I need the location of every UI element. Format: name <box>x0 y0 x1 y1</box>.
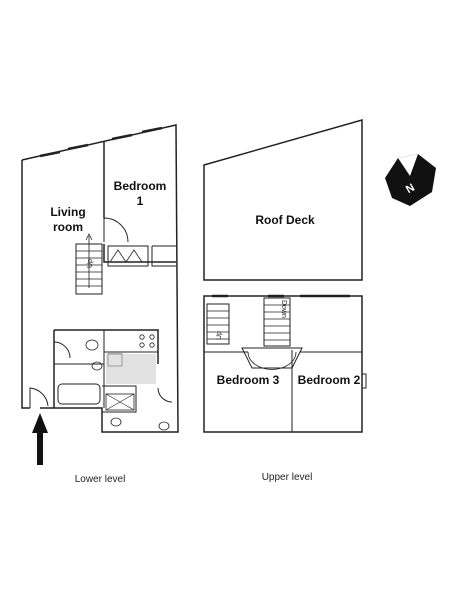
bath-sink <box>91 361 103 371</box>
entrance-arrow <box>32 413 48 465</box>
closet-doors <box>109 249 143 263</box>
stove-burner <box>149 334 155 340</box>
upper-stairs-up <box>206 303 230 345</box>
bedroom3-label: Bedroom 3 <box>217 373 280 387</box>
roof-deck-label: Roof Deck <box>255 213 315 227</box>
stove-burner <box>149 342 155 348</box>
upper-level-caption: Upper level <box>262 472 313 483</box>
bath-door <box>157 387 173 403</box>
living-stairs-up-label: Up <box>87 259 94 268</box>
bath-door <box>53 341 71 359</box>
kitchen-floor-shade <box>106 354 156 384</box>
bathtub <box>57 383 101 405</box>
shower-cross <box>105 393 135 411</box>
roof-deck-outline <box>203 119 363 281</box>
bedroom2-window <box>362 373 367 389</box>
living-room-label: Living <box>50 205 85 219</box>
toilet <box>110 417 122 427</box>
lower-windows <box>39 126 163 158</box>
closet-right <box>151 245 176 267</box>
compass-shape <box>385 154 436 206</box>
bedroom1-door <box>103 217 129 243</box>
landing-arc <box>247 351 297 370</box>
toilet <box>158 421 170 431</box>
upper-stairs-down-label: Down <box>280 300 287 318</box>
shower <box>105 393 135 411</box>
upper-stairs-down-steps <box>264 304 290 341</box>
upper-stairs-up-label: Up <box>216 331 223 340</box>
arrow-up-icon <box>32 413 48 465</box>
living-stairs-arrow <box>85 233 93 288</box>
living-room-label: room <box>53 220 83 234</box>
bedroom1-label: 1 <box>137 194 144 208</box>
compass-icon: N <box>385 154 436 206</box>
stair-landing <box>241 347 303 369</box>
lower-level-caption: Lower level <box>75 474 126 485</box>
upper-partitions <box>204 350 362 432</box>
stove-burner <box>139 342 145 348</box>
toilet <box>85 339 99 351</box>
upper-stairs-up-steps <box>207 310 229 340</box>
lower-left-wall <box>21 160 30 409</box>
upper-stairs-down <box>263 297 291 347</box>
entrance-door <box>29 387 49 408</box>
closet <box>107 245 149 267</box>
upper-level-plan <box>203 119 367 433</box>
compass-notch <box>398 154 418 176</box>
stove-burner <box>139 334 145 340</box>
kitchen-counter <box>103 329 159 353</box>
lower-level-plan <box>21 124 179 433</box>
bedroom2-label: Bedroom 2 <box>298 373 361 387</box>
bedroom1-label: Bedroom <box>114 179 167 193</box>
